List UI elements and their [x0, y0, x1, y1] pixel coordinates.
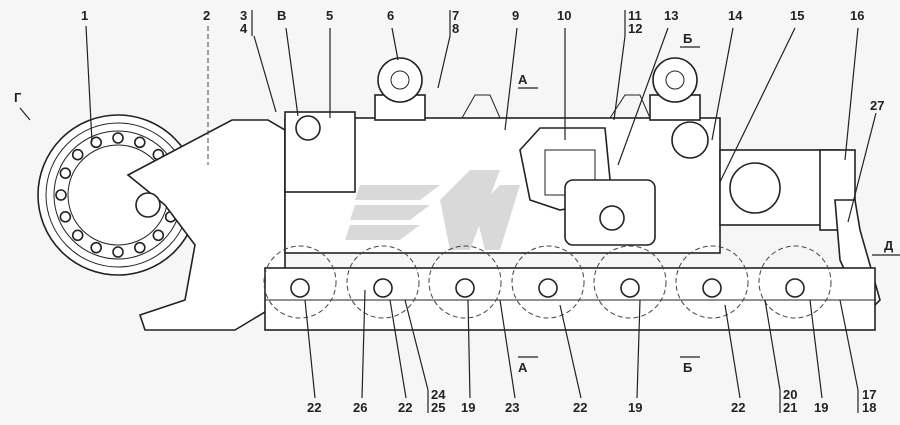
- view-label-g: Г: [14, 90, 22, 105]
- callout-5: 5: [326, 8, 333, 23]
- section-label-b-bottom: Б: [683, 360, 692, 375]
- callout-10: 10: [557, 8, 571, 23]
- wheel-bolt: [112, 132, 124, 144]
- wheel-bolt: [59, 167, 72, 179]
- roller-hub: [620, 278, 640, 298]
- callout-4: 4: [240, 21, 248, 36]
- callout-22: 22: [573, 400, 587, 415]
- callout-view-v: В: [277, 8, 286, 23]
- wheel-bolt: [112, 246, 124, 258]
- callout-18: 18: [862, 400, 876, 415]
- callout-16: 16: [850, 8, 864, 23]
- callout-13: 13: [664, 8, 678, 23]
- view-label-d: Д: [884, 238, 894, 253]
- callout-3: 3: [240, 8, 247, 23]
- wheel-bolt: [90, 241, 102, 254]
- callout-24: 24: [431, 387, 446, 402]
- wheel-bolt: [152, 229, 165, 242]
- track-chain: [264, 267, 876, 331]
- wheel-bolt: [134, 241, 146, 254]
- section-label-a-top: А: [518, 72, 528, 87]
- callout-2: 2: [203, 8, 210, 23]
- wheel-bolt: [134, 136, 146, 149]
- callout-11: 11: [628, 8, 642, 23]
- lifting-eye: [461, 94, 501, 119]
- wheel-bolt: [90, 136, 102, 149]
- carrier-roller-1: [374, 57, 426, 121]
- rear-bore: [729, 162, 781, 214]
- leader-lines: [19, 10, 900, 413]
- roller-hub: [455, 278, 475, 298]
- front-yoke: [126, 119, 286, 331]
- track-roller: [593, 245, 667, 319]
- yoke-pivot: [135, 192, 161, 218]
- callout-12: 12: [628, 21, 642, 36]
- callout-6: 6: [387, 8, 394, 23]
- roller-hub: [373, 278, 393, 298]
- track-roller: [346, 245, 420, 319]
- callout-19: 19: [461, 400, 475, 415]
- callout-14: 14: [728, 8, 743, 23]
- callout-22: 22: [398, 400, 412, 415]
- track-roller: [758, 245, 832, 319]
- section-label-a-bottom: А: [518, 360, 528, 375]
- callout-23: 23: [505, 400, 519, 415]
- callout-8: 8: [452, 21, 459, 36]
- callout-19: 19: [814, 400, 828, 415]
- roller-hub: [538, 278, 558, 298]
- track-roller: [511, 245, 585, 319]
- callout-9: 9: [512, 8, 519, 23]
- callout-17: 17: [862, 387, 876, 402]
- roller-hub: [785, 278, 805, 298]
- callout-1: 1: [81, 8, 88, 23]
- callout-25: 25: [431, 400, 445, 415]
- view-v-fitting: [295, 115, 321, 141]
- inspection-cover: [671, 121, 709, 159]
- track-roller: [263, 245, 337, 319]
- lifting-eye: [609, 94, 651, 119]
- roller-hub: [702, 278, 722, 298]
- callout-7: 7: [452, 8, 459, 23]
- callout-22: 22: [731, 400, 745, 415]
- carrier-roller-2: [649, 57, 701, 121]
- callout-19: 19: [628, 400, 642, 415]
- callout-22: 22: [307, 400, 321, 415]
- callout-21: 21: [783, 400, 797, 415]
- track-roller: [428, 245, 502, 319]
- wheel-bolt: [71, 229, 84, 242]
- track-roller: [675, 245, 749, 319]
- wheel-bolt: [55, 189, 67, 201]
- callout-26: 26: [353, 400, 367, 415]
- watermark-logo: [345, 170, 520, 250]
- callout-20: 20: [783, 387, 797, 402]
- wheel-bolt: [59, 211, 72, 223]
- callout-15: 15: [790, 8, 804, 23]
- callout-27: 27: [870, 98, 884, 113]
- section-label-b-top: Б: [683, 31, 692, 46]
- wheel-bolt: [71, 148, 84, 161]
- roller-hub: [290, 278, 310, 298]
